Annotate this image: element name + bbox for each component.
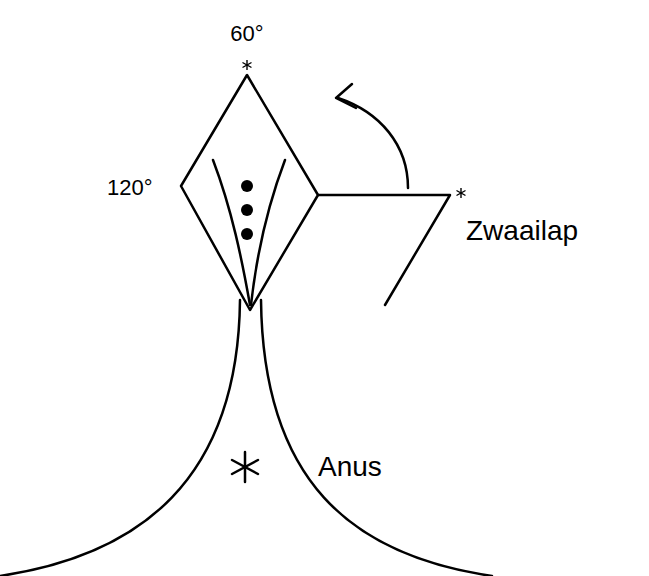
flap-label: Zwaailap xyxy=(466,216,578,247)
anatomy-label: Anus xyxy=(318,452,382,483)
flap-outline xyxy=(318,195,450,305)
rotation-arrow xyxy=(338,98,408,188)
cleft-line xyxy=(251,160,285,305)
buttock-outline xyxy=(0,300,240,576)
marker-asterisk xyxy=(243,60,252,70)
angle-label: 60° xyxy=(230,22,263,46)
marker-asterisk xyxy=(457,188,466,198)
buttock-outline xyxy=(261,300,492,576)
angle-label: 120° xyxy=(107,176,153,200)
anus-symbol xyxy=(232,452,258,482)
rhomboid-defect xyxy=(181,75,318,310)
arrow-head xyxy=(336,84,356,108)
dots xyxy=(241,180,253,240)
